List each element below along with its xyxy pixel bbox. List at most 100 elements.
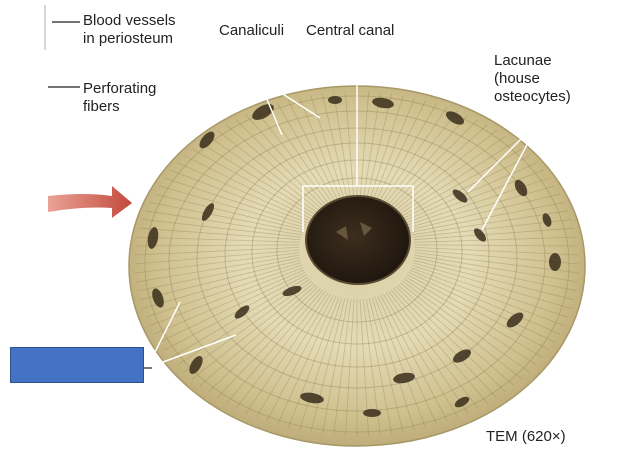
canaliculus-line [135,247,300,256]
canaliculus-line [393,288,497,398]
canaliculus-line [395,135,506,214]
canaliculus-line [407,177,550,226]
label-blood-vessels: Blood vessels in periosteum [83,12,176,47]
canaliculus-line [362,92,381,202]
canaliculus-line [135,252,300,274]
canaliculus-line [199,284,317,386]
canaliculus-line [134,249,300,265]
canaliculus-line [299,97,343,203]
canaliculus-line [410,267,565,326]
label-canaliculi: Canaliculi [219,22,285,39]
canaliculus-line [139,227,301,241]
canaliculus-line [321,94,349,202]
canaliculus-line [359,92,369,201]
canaliculus-line [333,298,352,436]
canaliculus-line [255,293,332,418]
canaliculus-line [414,257,577,292]
canaliculus-line [139,259,301,301]
canaliculus-line [137,236,300,243]
lacunae-spots [147,96,561,417]
canaliculus-line [403,278,537,366]
canaliculus-line [388,119,479,209]
canaliculus-line [395,286,506,393]
canaliculus-line [368,298,404,433]
canaliculus-line [414,254,578,283]
central-canal [305,195,411,285]
canaliculus-line [414,252,579,274]
canaliculus-line [217,288,321,398]
canaliculus-line [159,272,306,343]
canaliculus-line [226,124,324,211]
canaliculus-line [199,142,317,216]
canaliculus-line [310,95,346,202]
canaliculus-line [154,269,305,335]
canaliculus-line [414,236,577,243]
canaliculus-line [414,247,579,256]
canaliculus-line [399,282,523,380]
canaliculus-line [136,254,300,283]
answer-box[interactable] [10,347,144,383]
canaliculus-line [388,291,479,409]
canaliculus-line [208,135,319,214]
label-central-canal: Central canal [306,22,395,39]
canaliculus-line [397,284,515,386]
legend-ticks [44,5,80,88]
canaliculus-line [208,286,319,393]
canaliculus-line [137,257,300,292]
canaliculus-line [184,280,313,373]
canaliculus-line [226,289,324,404]
canaliculus-line [136,244,300,247]
canaliculus-line [177,162,311,222]
canaliculus-line [170,169,309,224]
canaliculus-line [164,274,307,351]
canaliculus-line [368,95,404,202]
canaliculus-line [142,219,302,238]
canaliculus-line [299,297,343,431]
canaliculus-line [371,97,415,203]
canaliculus-line [412,210,569,236]
canaliculus-line [371,297,415,431]
canaliculus-line [191,282,315,380]
canaliculus-line [154,193,305,231]
canaliculus-line [380,294,448,422]
label-magnification: TEM (620×) [486,428,566,445]
canaliculus-line [405,169,544,224]
red-arrow-icon [48,186,132,218]
canaliculus-line [191,148,315,218]
canaliculus-line [145,264,302,318]
canaliculus-line [245,114,329,208]
canaliculus-line [310,298,346,433]
canaliculus-line [412,264,569,318]
canaliculus-line [401,280,530,373]
canaliculus-line [277,295,337,425]
canaliculus-line [409,193,560,231]
canaliculus-line [401,155,530,220]
canaliculus-line [408,272,555,343]
canaliculus-line [365,94,393,202]
canaliculus-line [142,262,302,309]
canaliculus-line [403,162,537,222]
canaliculus-line [345,92,355,201]
canaliculus-line [159,185,306,228]
canaliculus-line [149,202,303,233]
canaliculus-line [385,114,469,208]
canaliculus-line [390,124,488,211]
canaliculus-line [255,110,332,207]
canaliculus-line [411,202,565,233]
canaliculus-line [377,103,437,205]
canaliculus-line [266,294,334,422]
canaliculus-line [374,296,426,428]
canaliculus-line [414,244,578,247]
canaliculus-line [390,289,488,404]
canaliculus-line [408,185,555,228]
canaliculus-line [393,129,497,213]
canal-highlight [336,222,372,240]
canaliculus-line [382,110,459,207]
canaliculus-line [407,274,550,351]
label-lacunae: Lacunae (house osteocytes) [494,52,571,105]
canaliculus-line [235,291,326,409]
canaliculus-line [385,292,469,414]
label-perforating-fibers: Perforating fibers [83,80,157,115]
canaliculus-line [397,142,515,216]
canaliculus-line [145,210,302,236]
